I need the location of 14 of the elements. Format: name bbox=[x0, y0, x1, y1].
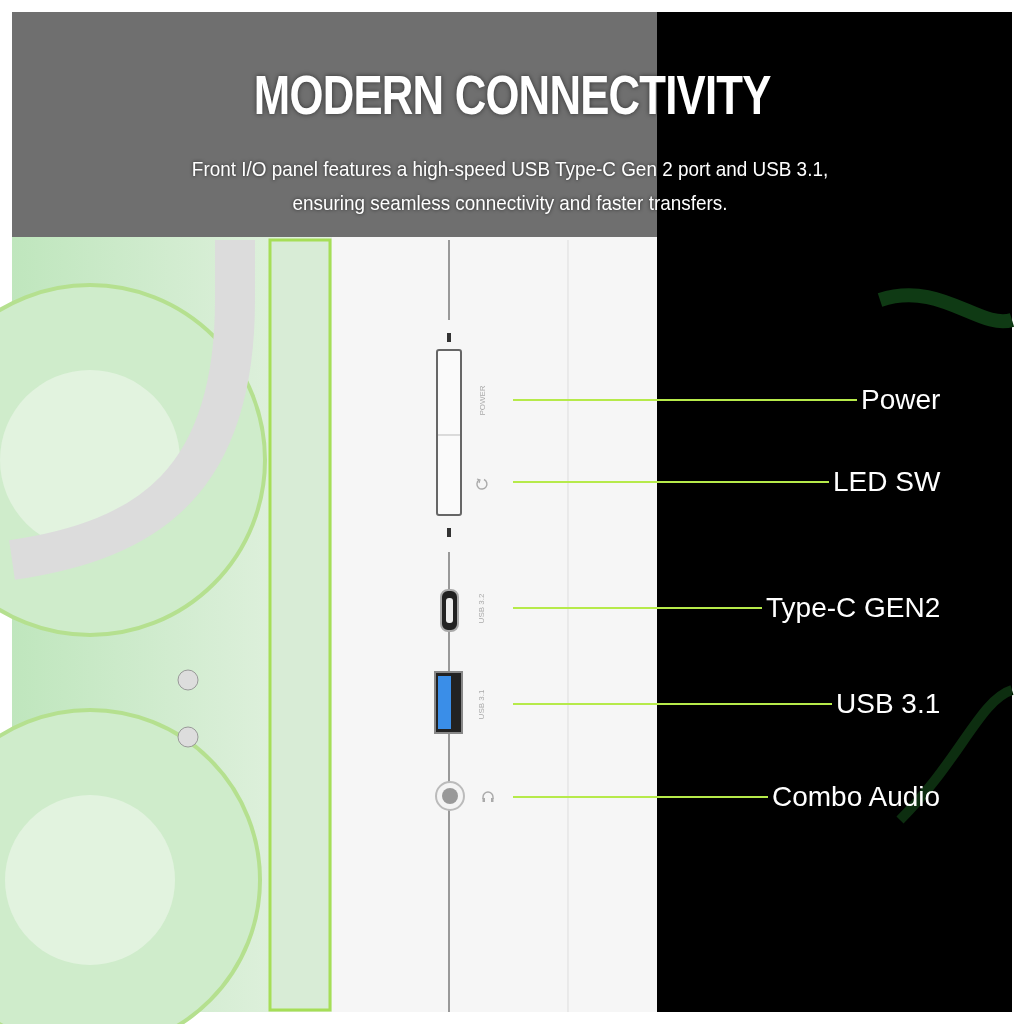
callout-label: LED SW bbox=[829, 466, 941, 498]
leader-line bbox=[512, 607, 763, 609]
leader-line bbox=[512, 796, 769, 798]
callout-label: Combo Audio bbox=[768, 781, 941, 813]
callout-label: Power bbox=[857, 384, 941, 416]
panel-label: USB 3.2 bbox=[477, 593, 487, 623]
subtitle: Front I/O panel features a high-speed USB Type-C Gen 2 port and USB 3.1, ensuring seamless connectivity and faster transfers. bbox=[190, 156, 830, 216]
leader-line bbox=[512, 481, 830, 483]
leader-line bbox=[512, 399, 858, 401]
callout-label: Type-C GEN2 bbox=[762, 592, 941, 624]
panel-label: POWER bbox=[477, 384, 487, 416]
callout-label: USB 3.1 bbox=[832, 688, 941, 720]
panel-label: USB 3.1 bbox=[477, 689, 487, 719]
leader-line bbox=[512, 703, 833, 705]
